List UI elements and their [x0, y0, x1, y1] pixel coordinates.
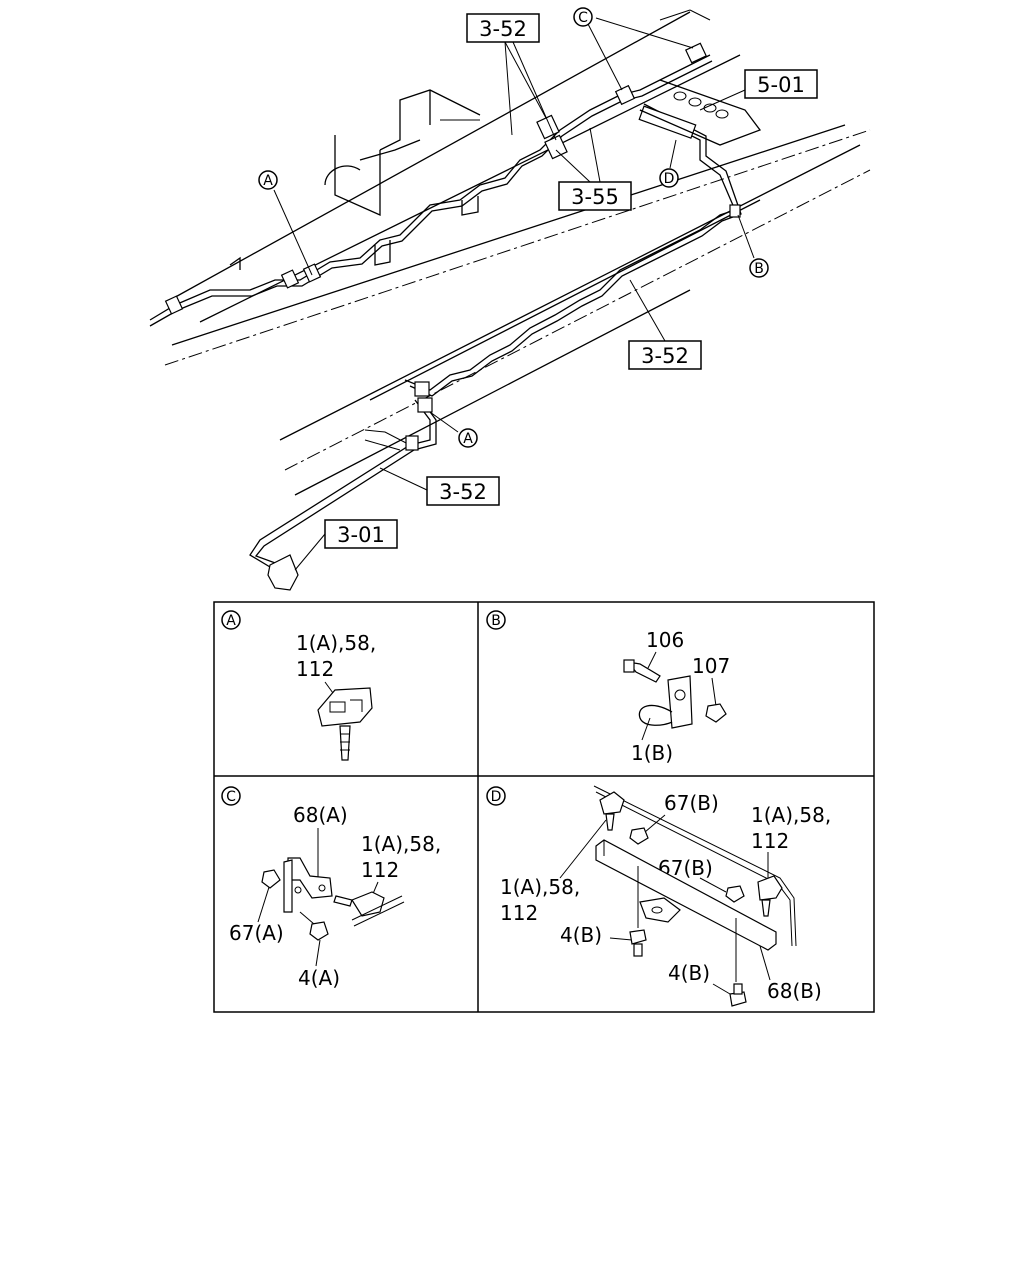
detail-c-nut-label: 67(A) — [229, 921, 284, 945]
detail-d-bolt-left-label: 4(B) — [560, 923, 602, 947]
detail-b-nut-label: 107 — [692, 654, 730, 678]
callout-3-52-lower[interactable]: 3-52 — [426, 476, 500, 506]
detail-b-bolt-label: 106 — [646, 628, 684, 652]
leader-lines — [273, 17, 755, 571]
fuel-tank — [229, 89, 481, 270]
main-assembly-view: 3-52 5-01 3-55 3-52 3-52 3-01 — [149, 7, 871, 591]
detail-d-nut-top-label: 67(B) — [664, 791, 719, 815]
detail-a-badge[interactable]: A — [221, 610, 241, 630]
fuel-pipe-lower — [404, 103, 742, 397]
marker-letter: A — [263, 173, 273, 189]
detail-d-clip-right-line-1: 1(A),58, — [751, 803, 831, 827]
marker-letter: C — [578, 10, 588, 26]
detail-d-clip-left-line-1: 1(A),58, — [500, 875, 580, 899]
detail-c-bracket-label: 68(A) — [293, 803, 348, 827]
pipe-clips — [164, 42, 741, 591]
detail-panels — [213, 601, 875, 1013]
callout-3-52-right[interactable]: 3-52 — [628, 340, 702, 370]
detail-b-bracket-label: 1(B) — [631, 741, 673, 765]
marker-letter: B — [754, 261, 764, 277]
detail-c-bolt-label: 4(A) — [298, 966, 340, 990]
marker-letter: D — [664, 171, 675, 187]
badge-letter: C — [226, 789, 236, 805]
callout-text: 3-52 — [439, 480, 487, 504]
badge-letter: A — [226, 613, 236, 629]
callout-text: 3-52 — [479, 17, 527, 41]
detail-d-panel: D 67(B) 1(A),58, 112 67(B) 1(A),58, 112 … — [486, 785, 831, 1007]
marker-d-top[interactable]: D — [659, 168, 679, 188]
marker-c-top[interactable]: C — [573, 7, 593, 27]
detail-b-badge[interactable]: B — [486, 610, 506, 630]
detail-d-clip-left-line-2: 112 — [500, 901, 538, 925]
detail-b-panel: B 106 107 1(B) — [486, 610, 730, 765]
badge-letter: D — [491, 789, 502, 805]
callout-3-55[interactable]: 3-55 — [558, 181, 632, 211]
badge-letter: B — [491, 613, 501, 629]
detail-d-badge[interactable]: D — [486, 786, 506, 806]
pipe-clip-a — [317, 687, 373, 761]
detail-c-clip-label-line-2: 112 — [361, 858, 399, 882]
callout-text: 3-01 — [337, 523, 385, 547]
fuel-pipe-upper — [149, 54, 713, 327]
bracket-b — [623, 659, 727, 729]
callout-text: 5-01 — [757, 73, 805, 97]
detail-d-clip-right-line-2: 112 — [751, 829, 789, 853]
bracket-c — [261, 857, 405, 941]
detail-c-panel: C 68(A) 1(A),58, 112 67(A) 4(A) — [221, 786, 441, 990]
detail-c-clip-label-line-1: 1(A),58, — [361, 832, 441, 856]
detail-d-bolt-bottom-label: 4(B) — [668, 961, 710, 985]
callout-3-52-top[interactable]: 3-52 — [466, 13, 540, 43]
callout-text: 3-55 — [571, 185, 619, 209]
marker-a-upper[interactable]: A — [258, 170, 278, 190]
callout-text: 3-52 — [641, 344, 689, 368]
detail-a-label-line-2: 112 — [296, 657, 334, 681]
callout-5-01[interactable]: 5-01 — [744, 69, 818, 99]
detail-a-panel: A 1(A),58, 112 — [221, 610, 376, 761]
crossmember — [639, 79, 762, 146]
marker-a-lower[interactable]: A — [458, 428, 478, 448]
marker-letter: A — [463, 431, 473, 447]
marker-b-right[interactable]: B — [749, 258, 769, 278]
callout-3-01[interactable]: 3-01 — [324, 519, 398, 549]
detail-d-bracket-label: 68(B) — [767, 979, 822, 1003]
detail-a-label-line-1: 1(A),58, — [296, 631, 376, 655]
detail-c-badge[interactable]: C — [221, 786, 241, 806]
bracket-d — [593, 785, 797, 1007]
